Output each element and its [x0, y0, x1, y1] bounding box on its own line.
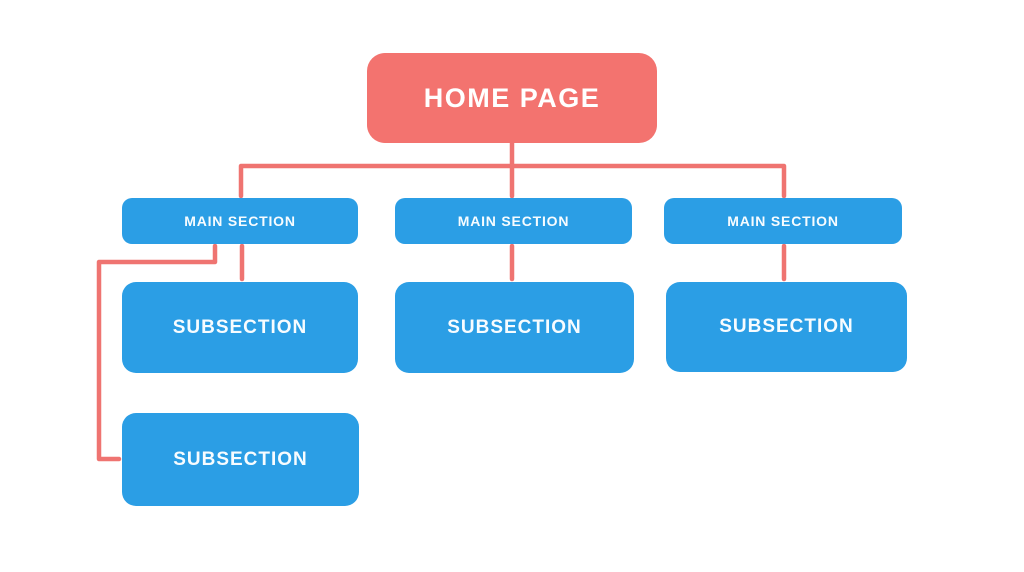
node-subsection-3: SUBSECTION — [666, 282, 907, 372]
connector-horizontal-bar — [238, 163, 787, 199]
node-subsection-1a: SUBSECTION — [122, 282, 358, 373]
node-home-page: HOME PAGE — [367, 53, 657, 143]
node-main-section-3: MAIN SECTION — [664, 198, 902, 244]
node-main-section-1: MAIN SECTION — [122, 198, 358, 244]
node-subsection-2: SUBSECTION — [395, 282, 634, 373]
node-main-section-2: MAIN SECTION — [395, 198, 632, 244]
node-subsection-1b: SUBSECTION — [122, 413, 359, 506]
